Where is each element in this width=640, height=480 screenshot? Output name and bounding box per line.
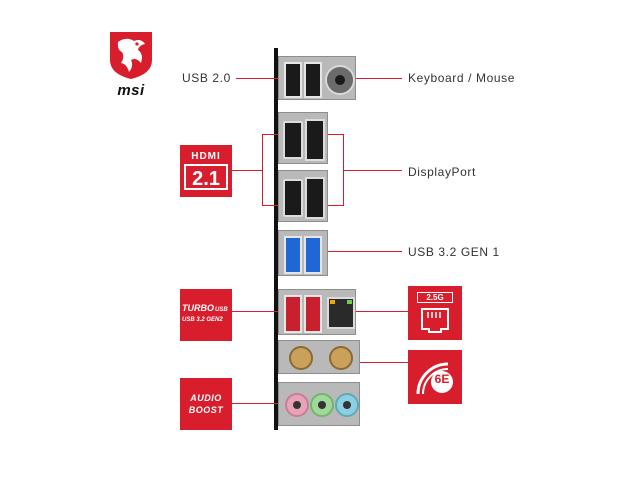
turbo-usb-badge-subtitle: USB 3.2 GEN2 xyxy=(182,317,223,323)
port-group-wifi-antenna xyxy=(278,340,360,374)
port-group-usb2-ps2 xyxy=(278,56,356,100)
audio-jack-green xyxy=(310,393,334,417)
turbo-usb-badge-title: TURBOUSB xyxy=(182,303,230,313)
audio-jack-blue xyxy=(335,393,359,417)
port-group-usb32 xyxy=(278,230,328,276)
wifi-signal-icon xyxy=(416,362,453,395)
label-displayport: DisplayPort xyxy=(408,165,476,179)
usb2-port-right xyxy=(304,62,322,98)
antenna-connector-left xyxy=(289,346,313,370)
usb32-port-left xyxy=(284,236,302,274)
io-shield-edge xyxy=(274,48,278,430)
msi-logo: msi xyxy=(108,30,154,100)
hdmi-port-top xyxy=(283,121,303,159)
hdmi-port-bottom xyxy=(283,179,303,217)
hdmi-badge-label: HDMI xyxy=(191,151,221,162)
displayport-port-top xyxy=(305,119,325,161)
line-audio xyxy=(232,403,278,404)
antenna-connector-right xyxy=(329,346,353,370)
badge-lan: 2.5G xyxy=(408,286,462,340)
audio-badge-line1: AUDIO xyxy=(190,393,222,403)
line-hdmi-bracket-bottom xyxy=(262,205,280,206)
badge-wifi: 6E xyxy=(408,350,462,404)
line-dp-bracket-bottom xyxy=(326,205,343,206)
port-group-audio xyxy=(278,382,360,426)
line-hdmi xyxy=(231,170,262,171)
label-usb32: USB 3.2 GEN 1 xyxy=(408,245,500,259)
line-hdmi-bracket-vertical xyxy=(262,134,263,206)
hdmi-badge-version: 2.1 xyxy=(184,164,228,190)
usb2-port-left xyxy=(284,62,302,98)
port-group-usb-gen2-lan xyxy=(278,289,356,335)
msi-wordmark: msi xyxy=(117,82,145,99)
lan-badge-label: 2.5G xyxy=(417,292,453,303)
port-group-video-bottom xyxy=(278,170,328,222)
line-dp-bracket-top xyxy=(326,134,343,135)
line-keyboard xyxy=(352,78,402,79)
usb-gen2-port-right xyxy=(304,295,322,333)
audio-badge-line2: BOOST xyxy=(188,405,224,415)
turbo-usb-badge-turbo: TURBO xyxy=(182,303,214,313)
line-usb32 xyxy=(326,251,402,252)
label-keyboard-mouse: Keyboard / Mouse xyxy=(408,71,515,85)
line-usb2 xyxy=(236,78,278,79)
badge-hdmi: HDMI 2.1 xyxy=(180,145,232,197)
line-wifi xyxy=(360,362,408,363)
audio-jack-pink xyxy=(285,393,309,417)
badge-turbo-usb: TURBOUSB USB 3.2 GEN2 xyxy=(180,289,232,341)
turbo-usb-badge-usb: USB xyxy=(215,307,228,313)
wifi-badge-label: 6E xyxy=(434,372,450,386)
label-usb2: USB 2.0 xyxy=(182,71,231,85)
usb-gen2-port-left xyxy=(284,295,302,333)
displayport-port-bottom xyxy=(305,177,325,219)
line-turbo-usb xyxy=(232,311,278,312)
ethernet-port-icon xyxy=(421,308,449,333)
line-dp xyxy=(343,170,402,171)
ps2-port xyxy=(325,65,355,95)
line-lan xyxy=(356,311,408,312)
badge-audio-boost: AUDIO BOOST xyxy=(180,378,232,430)
lan-port xyxy=(327,297,355,329)
usb32-port-right xyxy=(304,236,322,274)
line-hdmi-bracket-top xyxy=(262,134,280,135)
msi-dragon-shield-icon xyxy=(110,32,152,79)
port-group-video-top xyxy=(278,112,328,164)
